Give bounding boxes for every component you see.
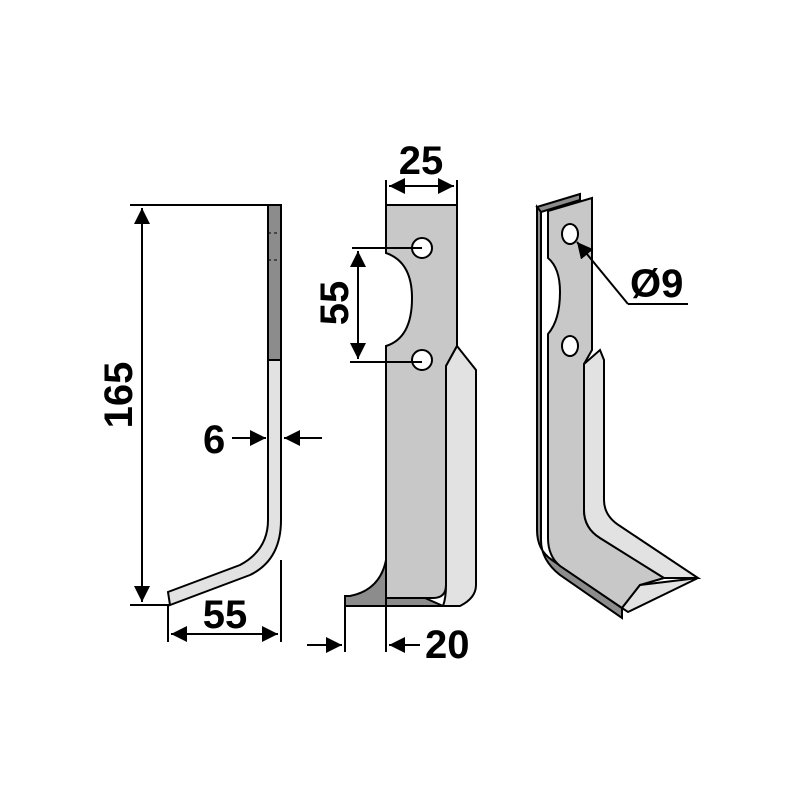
width-label: 25 (399, 139, 444, 183)
thickness-label: 6 (203, 418, 225, 462)
hole-diameter-label: Ø9 (630, 262, 683, 306)
persp-lower-hole (561, 335, 579, 357)
offset-label: 20 (425, 623, 470, 667)
side-view: 165 6 55 (97, 204, 322, 642)
side-width-label: 55 (203, 593, 248, 637)
side-profile-shank (267, 204, 282, 361)
persp-bevel (583, 348, 702, 579)
side-profile-blade (166, 204, 282, 607)
lower-hole (411, 349, 433, 371)
hole-spacing-label: 55 (313, 281, 357, 326)
perspective-view: Ø9 (535, 192, 702, 620)
front-blade-bevel (441, 344, 477, 607)
persp-edge (536, 204, 623, 620)
height-label: 165 (97, 362, 141, 429)
front-blade-foot (344, 559, 444, 607)
front-view: 25 55 20 (307, 139, 477, 667)
persp-upper-hole (561, 223, 579, 245)
